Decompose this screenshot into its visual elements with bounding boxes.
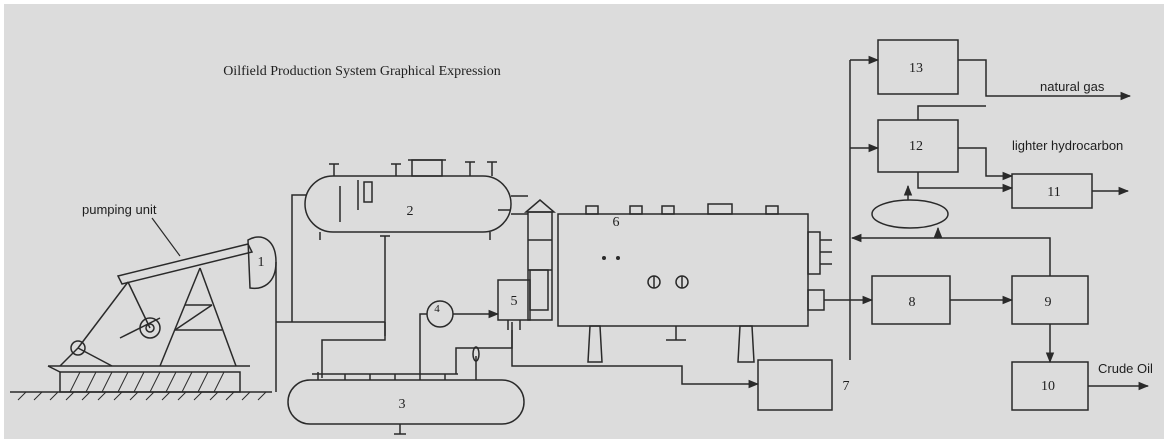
component-4-label: 4 bbox=[434, 303, 440, 315]
component-11-label: 11 bbox=[1047, 185, 1060, 200]
diagram-title: Oilfield Production System Graphical Exp… bbox=[223, 64, 501, 79]
gas-drum bbox=[871, 199, 949, 229]
flow-natural-gas-12 bbox=[917, 105, 986, 120]
component-10-label: 10 bbox=[1041, 379, 1055, 394]
heater-dot-left bbox=[602, 256, 606, 260]
component-13-label: 13 bbox=[909, 61, 923, 76]
natural-gas-label: natural gas bbox=[1040, 79, 1105, 94]
component-9-label: 9 bbox=[1045, 295, 1052, 310]
flow-12-to-11 bbox=[958, 147, 1014, 181]
flow-9-return bbox=[933, 226, 1051, 276]
component-12-label: 12 bbox=[909, 139, 923, 154]
pumping-unit-pointer bbox=[151, 217, 181, 257]
component-1-label: 1 bbox=[258, 255, 265, 270]
pipe-to-separator bbox=[291, 194, 306, 322]
lighter-hydrocarbon-label: lighter hydrocarbon bbox=[1012, 138, 1123, 153]
component-2-label: 2 bbox=[407, 204, 414, 219]
pumping-unit bbox=[10, 236, 277, 401]
component-7-label: 7 bbox=[843, 379, 850, 394]
component-5-label: 5 bbox=[511, 294, 518, 309]
box-13 bbox=[877, 39, 959, 95]
pipe-burner-to-7 bbox=[511, 330, 760, 389]
component-8-label: 8 bbox=[909, 295, 916, 310]
pump-suction-pipe bbox=[419, 313, 427, 374]
component-6-label: 6 bbox=[613, 215, 620, 230]
component-3-label: 3 bbox=[399, 397, 406, 412]
chimney bbox=[523, 199, 557, 321]
heater bbox=[557, 203, 832, 363]
box-7 bbox=[757, 359, 833, 411]
flow-12-down bbox=[917, 172, 1014, 193]
heater-dot-right bbox=[616, 256, 620, 260]
storage-tank bbox=[287, 346, 525, 435]
separator bbox=[304, 159, 528, 240]
crude-oil-label: Crude Oil bbox=[1098, 361, 1153, 376]
flow-natural-gas-13 bbox=[958, 59, 1132, 101]
diagram-background bbox=[4, 4, 1164, 439]
pumping-unit-label: pumping unit bbox=[82, 202, 157, 217]
